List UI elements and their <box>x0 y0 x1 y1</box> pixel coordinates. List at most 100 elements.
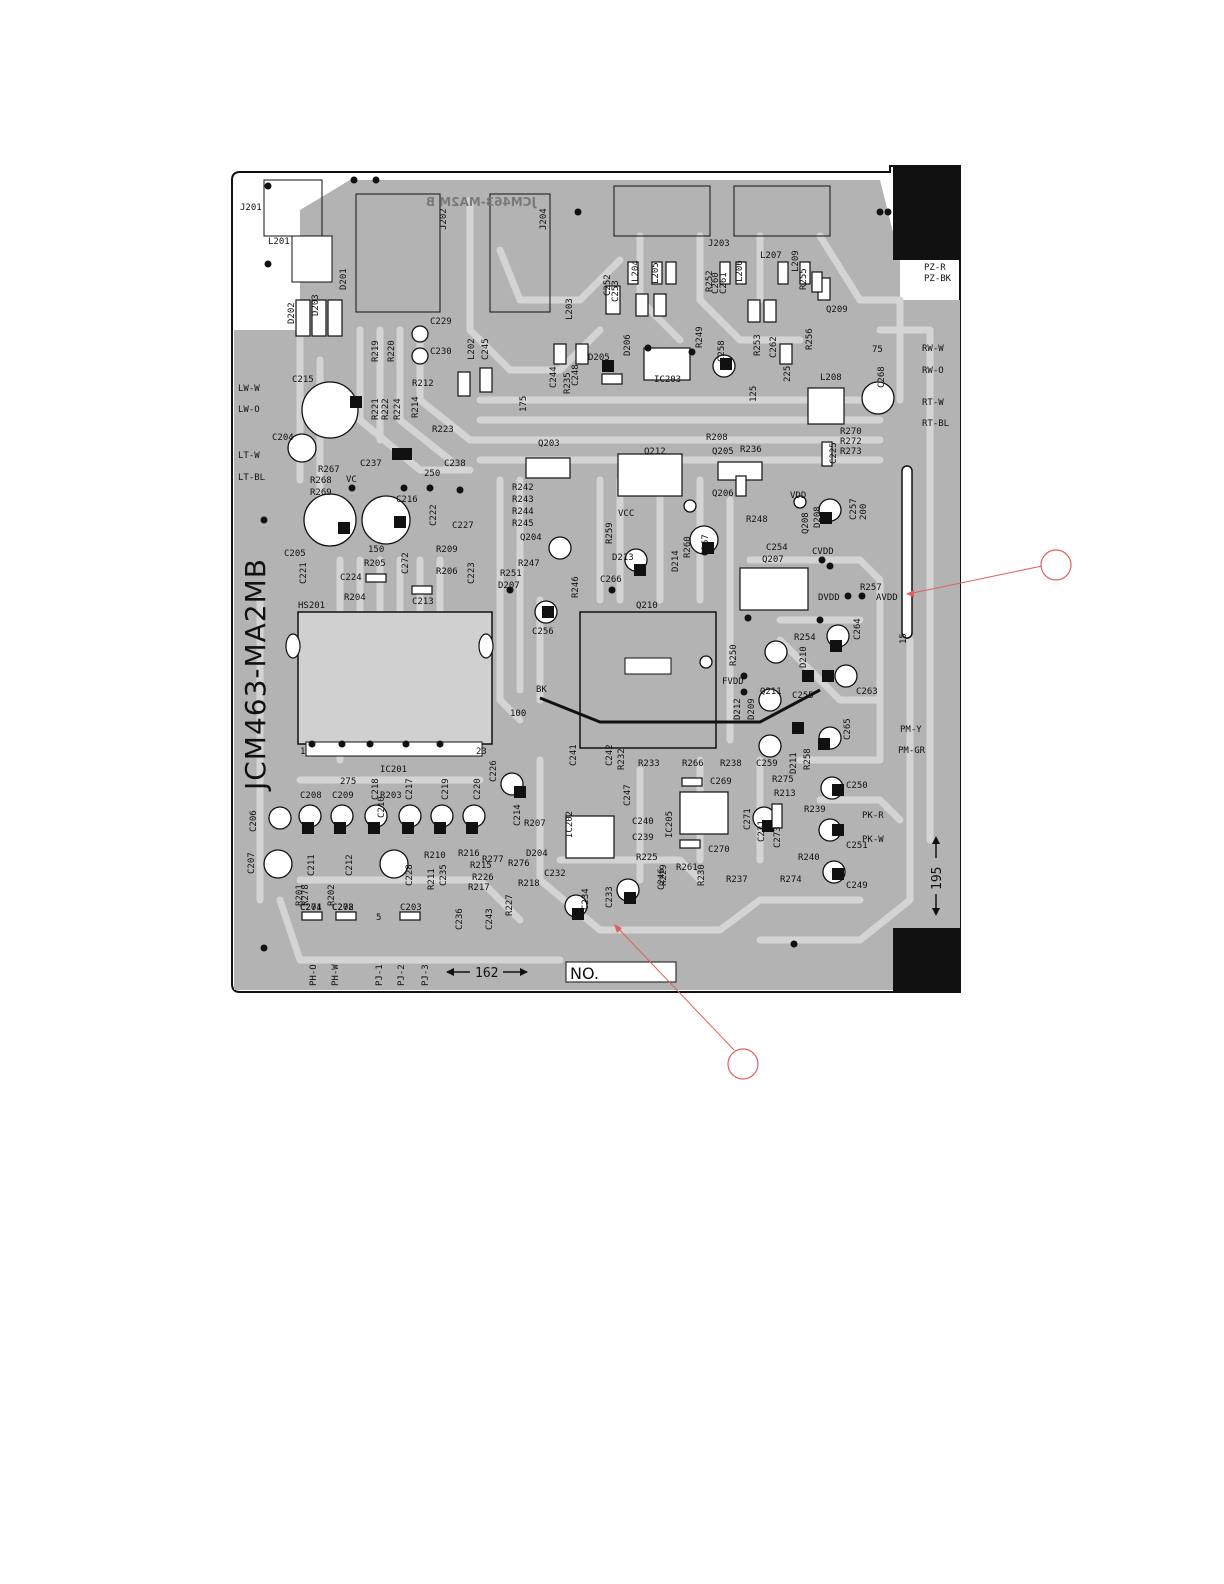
silk-label: AVDD <box>876 593 898 603</box>
silk-label: R216 <box>458 849 480 859</box>
pad-square <box>634 564 646 576</box>
silk-label: PK-W <box>862 835 884 845</box>
pad-square <box>720 358 732 370</box>
silk-label: R215 <box>470 861 492 871</box>
pad-square <box>302 822 314 834</box>
component-body <box>821 441 833 467</box>
pad-square <box>368 822 380 834</box>
silk-label: R258 <box>803 748 813 770</box>
silk-label: C204 <box>272 433 294 443</box>
silk-label: C268 <box>877 366 887 388</box>
copper-trace <box>356 326 474 474</box>
silk-label: J204 <box>539 208 549 230</box>
silk-label: R274 <box>780 875 802 885</box>
shield-block-top <box>893 166 960 260</box>
silk-label: C228 <box>405 864 415 886</box>
via <box>818 556 826 564</box>
silk-label: C264 <box>853 618 863 640</box>
silk-label: D203 <box>311 294 321 316</box>
silk-label: C248 <box>571 364 581 386</box>
silk-label: R272 <box>840 437 862 447</box>
silk-label: C202 <box>332 903 354 913</box>
via <box>744 614 752 622</box>
pad-square <box>702 542 714 554</box>
silk-label: D204 <box>526 849 548 859</box>
capacitor-body <box>699 655 713 669</box>
silk-label: C259 <box>756 759 778 769</box>
component-body <box>739 567 809 611</box>
silk-label: C240 <box>632 817 654 827</box>
silk-label: D208 <box>813 506 823 528</box>
silk-label: R273 <box>840 447 862 457</box>
silk-label: R230 <box>697 864 707 886</box>
silk-label: R227 <box>505 894 515 916</box>
silk-label: RW-W <box>922 344 944 354</box>
component-body <box>565 815 615 859</box>
component-body <box>479 367 493 393</box>
heatsink-right-tab <box>478 633 494 659</box>
silk-label: C226 <box>489 760 499 782</box>
component-body <box>553 343 567 365</box>
component-body <box>651 261 663 285</box>
component-body <box>719 261 731 285</box>
silk-label: C255 <box>792 691 814 701</box>
silk-label: C242 <box>605 744 615 766</box>
silk-label: R223 <box>432 425 454 435</box>
silk-label: C252 <box>603 274 613 296</box>
silk-label: C243 <box>485 908 495 930</box>
silk-label: C230 <box>430 347 452 357</box>
silk-label: C278 <box>332 903 354 913</box>
pad-square <box>832 868 844 880</box>
silk-label: R224 <box>393 398 403 420</box>
silk-label: D211 <box>789 752 799 774</box>
silk-label: R235 <box>563 372 573 394</box>
pad-square <box>434 822 446 834</box>
silk-label: D209 <box>747 698 757 720</box>
silk-label: PJ-2 <box>397 964 407 986</box>
silk-label: R248 <box>746 515 768 525</box>
silk-label: L201 <box>268 237 290 247</box>
connector-j204-b <box>733 185 831 237</box>
via <box>506 586 514 594</box>
component-body <box>525 457 571 479</box>
silk-label: R229 <box>659 864 669 886</box>
pad-square <box>394 516 406 528</box>
silk-label: C234 <box>581 888 591 910</box>
silk-label: C253 <box>611 280 621 302</box>
silk-label: C249 <box>846 881 868 891</box>
silk-label: C266 <box>600 575 622 585</box>
silk-label: R256 <box>805 328 815 350</box>
silk-label: C208 <box>300 791 322 801</box>
silk-label: R257 <box>860 583 882 593</box>
pad-square <box>792 722 804 734</box>
pad-square <box>820 512 832 524</box>
silk-label: L205 <box>651 262 661 284</box>
silk-label: L206 <box>735 260 745 282</box>
silk-label: C222 <box>429 504 439 526</box>
silk-label: C207 <box>247 852 257 874</box>
silk-label: C225 <box>829 442 839 464</box>
silk-label: 100 <box>510 709 526 719</box>
heatsink-hs201 <box>297 611 493 745</box>
via <box>876 208 884 216</box>
inductor-l201-box <box>291 235 333 283</box>
silk-label: PM-Y <box>900 725 922 735</box>
silk-label: R240 <box>798 853 820 863</box>
via <box>884 208 892 216</box>
component-body <box>295 299 311 337</box>
capacitor-body <box>263 849 293 879</box>
copper-trace <box>696 232 804 344</box>
via <box>644 344 652 352</box>
component-body <box>771 803 783 829</box>
component-body <box>335 911 357 921</box>
component-body <box>605 285 621 315</box>
via <box>858 592 866 600</box>
via <box>574 208 582 216</box>
silk-label: PZ-BK <box>924 274 952 284</box>
via <box>264 260 272 268</box>
component-body <box>311 299 327 337</box>
silk-label: J202 <box>439 208 449 230</box>
via-layer <box>260 176 892 952</box>
board-mirror-label: JCM463-MA2M B <box>426 195 537 209</box>
silk-label: C271 <box>743 808 753 830</box>
